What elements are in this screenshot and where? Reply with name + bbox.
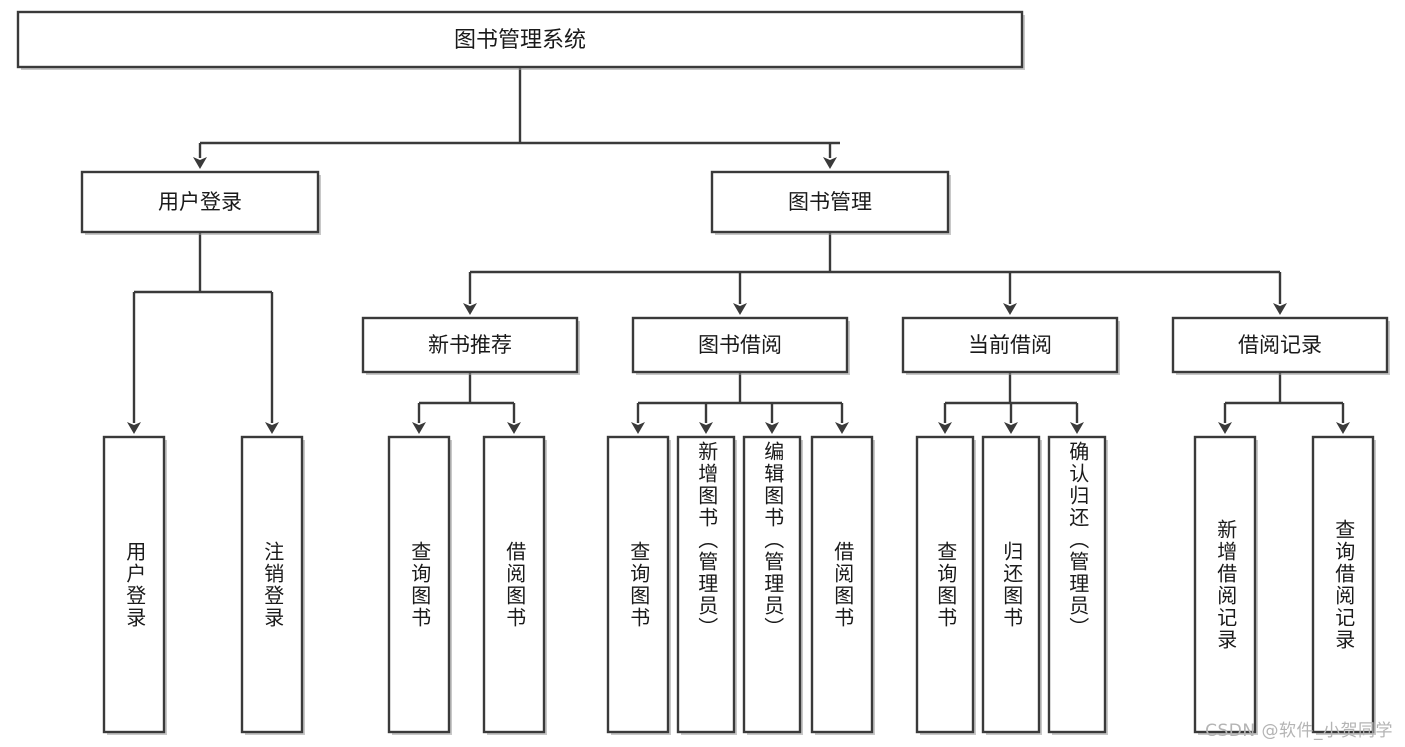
node-new-book-recommend-label: 新书推荐 (428, 333, 512, 357)
leaf-box-borrow-book-2[interactable] (810, 435, 875, 735)
node-new-book-recommend[interactable]: 新书推荐 (361, 316, 580, 375)
leaf-boxes-layer (102, 435, 1376, 735)
edges-layer (127, 67, 1350, 434)
node-book-manage[interactable]: 图书管理 (710, 170, 951, 235)
leaf-box-edit-book[interactable] (742, 435, 803, 735)
leaf-box-logout[interactable] (240, 435, 305, 735)
node-borrow-record[interactable]: 借阅记录 (1171, 316, 1390, 375)
leaf-box-user-login[interactable] (102, 435, 167, 735)
leaf-box-query-book-2[interactable] (606, 435, 671, 735)
node-book-borrow[interactable]: 图书借阅 (631, 316, 850, 375)
leaf-box-confirm-return[interactable] (1047, 435, 1108, 735)
leaf-box-add-book[interactable] (676, 435, 737, 735)
node-book-borrow-label: 图书借阅 (698, 333, 782, 357)
node-root[interactable]: 图书管理系统 (16, 10, 1025, 70)
leaf-box-return-book[interactable] (981, 435, 1042, 735)
node-user-login-label: 用户登录 (158, 190, 242, 214)
leaf-box-add-record[interactable] (1193, 435, 1258, 735)
node-current-borrow[interactable]: 当前借阅 (901, 316, 1120, 375)
leaf-box-borrow-book-1[interactable] (482, 435, 547, 735)
leaf-box-query-book-1[interactable] (387, 435, 452, 735)
leaf-box-query-record[interactable] (1311, 435, 1376, 735)
node-user-login[interactable]: 用户登录 (80, 170, 321, 235)
leaf-box-query-book-3[interactable] (915, 435, 976, 735)
node-current-borrow-label: 当前借阅 (968, 333, 1052, 357)
csdn-watermark: CSDN @软件_小贺同学 (1205, 721, 1393, 741)
node-book-manage-label: 图书管理 (788, 190, 872, 214)
node-borrow-record-label: 借阅记录 (1238, 333, 1322, 357)
node-root-label: 图书管理系统 (454, 28, 586, 53)
